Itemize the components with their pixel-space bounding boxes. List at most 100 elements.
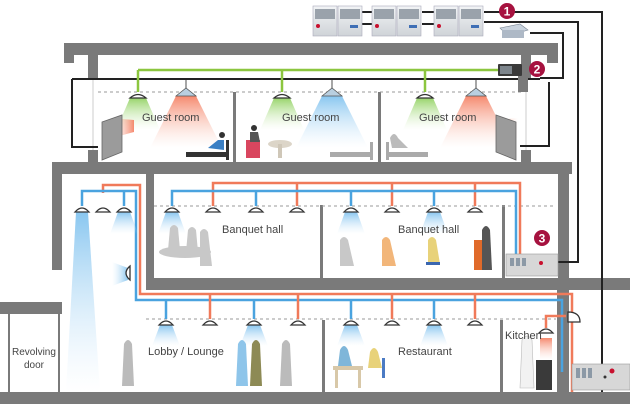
ceiling-diffuser-icon — [289, 320, 307, 326]
podium-icon — [474, 240, 484, 270]
column-top-right-upper — [521, 55, 531, 79]
stove-icon — [536, 360, 552, 390]
badge-1: 1 — [499, 3, 515, 19]
outdoor-units — [312, 5, 529, 38]
label-banquet-hall-1: Banquet hall — [222, 224, 283, 236]
label-banquet-hall-2: Banquet hall — [398, 224, 459, 236]
ceiling-diffuser-icon — [288, 207, 306, 213]
label-revolving-door-2: door — [24, 360, 45, 371]
wall-left-mid — [52, 162, 62, 270]
cool-air-flow — [296, 96, 368, 148]
cool-air-flow — [420, 212, 448, 234]
warm-air-flow — [440, 96, 512, 148]
person-icon — [250, 340, 262, 386]
hot-pipes-mid — [101, 181, 574, 392]
partition-mid-left — [146, 174, 154, 280]
control-wiring — [71, 11, 603, 392]
cool-air-flow — [240, 325, 268, 346]
partition-guest-2 — [378, 92, 381, 162]
room-labels: Guest room Guest room Guest room Banquet… — [12, 112, 542, 371]
ceiling-diffuser-icon — [425, 320, 443, 326]
wall-right-mid — [558, 162, 569, 302]
svg-text:2: 2 — [534, 63, 541, 77]
ceiling-diffuser-icon — [201, 320, 219, 326]
ceiling-diffuser-icon — [466, 207, 484, 213]
wall-diffuser-icon — [567, 311, 581, 323]
person-icon — [122, 340, 134, 386]
outdoor-unit-1 — [312, 5, 363, 37]
ceiling-diffuser-icon — [425, 207, 443, 213]
airflows — [66, 96, 552, 392]
heater-unit-icon — [495, 114, 517, 161]
badges: 1 2 3 — [499, 3, 550, 246]
person-icon — [338, 346, 352, 366]
warm-air-flow — [150, 96, 222, 148]
cold-pipes-ground — [164, 300, 436, 319]
cool-air-flow-atrium — [66, 212, 100, 392]
revolving-door-frame-left — [8, 314, 10, 392]
outdoor-unit-3 — [433, 5, 484, 37]
fresh-air-flow — [260, 98, 304, 130]
label-lobby: Lobby / Lounge — [148, 346, 224, 358]
ground-slab — [0, 392, 630, 404]
partition-banquet-right — [502, 205, 505, 280]
revolving-door-frame-right — [58, 314, 60, 392]
partition-guest-1 — [233, 92, 236, 162]
cool-air-flow — [337, 325, 365, 346]
roof-slab — [64, 43, 558, 55]
floor-slab-1 — [146, 278, 630, 290]
badge-3: 3 — [534, 230, 550, 246]
cassette-unit-icon — [320, 87, 344, 97]
column-top-left-lower — [88, 150, 98, 162]
ceiling-diffuser-icon — [73, 207, 91, 213]
label-kitchen: Kitchen — [505, 330, 542, 342]
chair-icon — [426, 262, 440, 265]
person-icon — [219, 132, 225, 138]
ceiling-diffuser-icon — [415, 93, 435, 99]
person-icon — [390, 134, 408, 148]
bed-icon — [186, 152, 228, 157]
ceiling-diffuser-icon — [204, 207, 222, 213]
ceiling-diffuser-icon — [383, 207, 401, 213]
svg-text:1: 1 — [504, 5, 511, 19]
ventilation-duct — [136, 68, 500, 92]
heater-unit-icon — [101, 114, 123, 161]
ceiling-diffuser-icon — [157, 320, 175, 326]
cassette-unit-icon — [464, 87, 488, 97]
label-restaurant: Restaurant — [398, 346, 452, 358]
person-icon — [236, 340, 248, 386]
wall-heaters — [101, 114, 517, 161]
wall-diffuser-icon — [125, 264, 131, 282]
label-guest-room-1: Guest room — [142, 112, 199, 124]
ceiling-diffuser-icon — [245, 320, 263, 326]
column-top-left-upper — [88, 55, 98, 79]
chair-icon — [382, 358, 385, 378]
label-revolving-door-1: Revolving — [12, 347, 56, 358]
ceiling-diffuser-icon — [247, 207, 265, 213]
ventilation-unit — [498, 64, 528, 92]
ceiling-diffuser-icon — [94, 207, 112, 213]
cool-air-flow — [110, 212, 138, 234]
person-icon — [200, 229, 212, 266]
branch-controller-unit — [499, 23, 529, 38]
svg-text:3: 3 — [539, 232, 546, 246]
indoor-units — [73, 93, 581, 334]
label-guest-room-3: Guest room — [419, 112, 476, 124]
cold-pipes-mid — [80, 189, 564, 372]
cool-air-flow — [158, 212, 186, 234]
person-icon — [382, 237, 396, 266]
ceiling-diffuser-icon — [466, 320, 484, 326]
ceiling-diffuser-icon — [342, 320, 360, 326]
cassette-units — [174, 80, 488, 97]
furniture-people — [122, 125, 552, 390]
person-icon — [186, 227, 198, 252]
armchair-icon — [246, 140, 260, 158]
roof-edge-left — [64, 43, 74, 63]
partition-restaurant-left — [322, 320, 325, 392]
floor-slab-2 — [52, 162, 572, 174]
hot-pipes-ground — [208, 294, 566, 328]
label-guest-room-2: Guest room — [282, 112, 339, 124]
chef-icon — [519, 335, 535, 389]
